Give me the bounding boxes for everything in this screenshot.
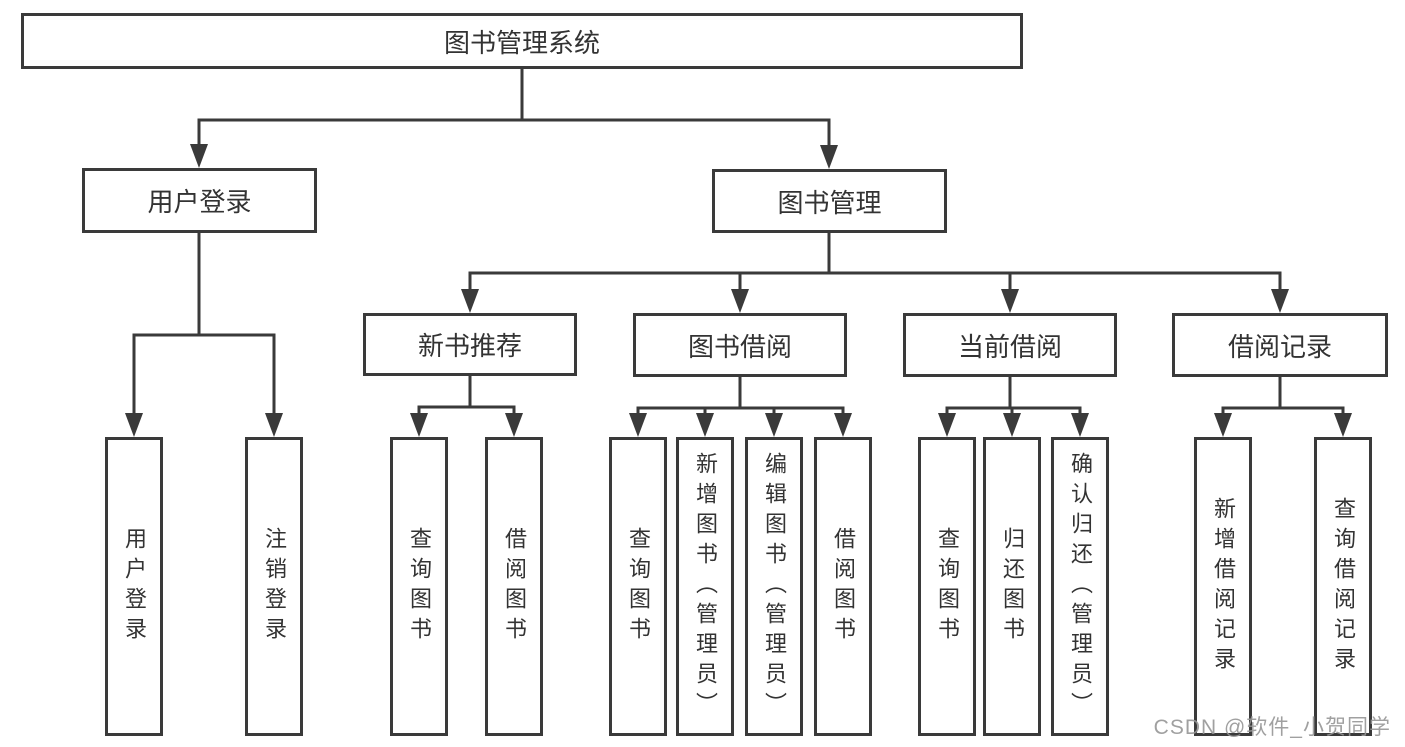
node-new-book-recommend: 新书推荐 bbox=[363, 313, 577, 376]
node-label: 图书管理 bbox=[777, 187, 882, 218]
node-label: 查询借阅记录 bbox=[1331, 496, 1356, 677]
node-label: 用户登录 bbox=[122, 526, 147, 647]
node-label: 查询图书 bbox=[626, 526, 651, 647]
node-label: 查询图书 bbox=[407, 526, 432, 647]
leaf-add-borrow-record: 新增借阅记录 bbox=[1194, 437, 1252, 736]
leaf-user-login: 用户登录 bbox=[105, 437, 163, 736]
node-label: 查询图书 bbox=[935, 526, 960, 647]
node-label: 归还图书 bbox=[1000, 526, 1025, 647]
node-current-borrow: 当前借阅 bbox=[903, 313, 1117, 377]
node-label: 新书推荐 bbox=[417, 331, 522, 361]
node-label: 编辑图书（管理员） bbox=[762, 451, 787, 722]
leaf-add-book-admin: 新增图书（管理员） bbox=[676, 437, 734, 736]
node-label: 当前借阅 bbox=[957, 331, 1062, 362]
node-label: 新增借阅记录 bbox=[1211, 496, 1236, 677]
leaf-query-books-borrow: 查询图书 bbox=[609, 437, 667, 736]
node-label: 借阅图书 bbox=[502, 526, 527, 647]
node-book-management: 图书管理 bbox=[712, 169, 947, 233]
leaf-query-borrow-record: 查询借阅记录 bbox=[1314, 437, 1372, 736]
node-label: 用户登录 bbox=[147, 187, 252, 217]
csdn-watermark: CSDN @软件_小贺同学 bbox=[1153, 716, 1391, 739]
node-root: 图书管理系统 bbox=[21, 13, 1023, 69]
leaf-edit-book-admin: 编辑图书（管理员） bbox=[745, 437, 803, 736]
arrow-down-icons bbox=[125, 144, 1352, 437]
node-label: 借阅记录 bbox=[1227, 331, 1332, 362]
leaf-query-books-current: 查询图书 bbox=[918, 437, 976, 736]
node-label: 注销登录 bbox=[262, 526, 287, 647]
leaf-return-books: 归还图书 bbox=[983, 437, 1041, 736]
node-label: 图书管理系统 bbox=[443, 27, 600, 58]
leaf-confirm-return-admin: 确认归还（管理员） bbox=[1051, 437, 1109, 736]
leaf-borrow-books: 借阅图书 bbox=[814, 437, 872, 736]
node-borrow-records: 借阅记录 bbox=[1172, 313, 1388, 377]
leaf-logout: 注销登录 bbox=[245, 437, 303, 736]
node-book-borrow: 图书借阅 bbox=[633, 313, 847, 377]
node-label: 确认归还（管理员） bbox=[1068, 451, 1093, 722]
node-label: 图书借阅 bbox=[687, 331, 792, 362]
node-label: 新增图书（管理员） bbox=[693, 451, 718, 722]
leaf-query-books-recommend: 查询图书 bbox=[390, 437, 448, 736]
node-label: 借阅图书 bbox=[831, 526, 856, 647]
node-user-login: 用户登录 bbox=[82, 168, 317, 233]
leaf-borrow-books-recommend: 借阅图书 bbox=[485, 437, 543, 736]
